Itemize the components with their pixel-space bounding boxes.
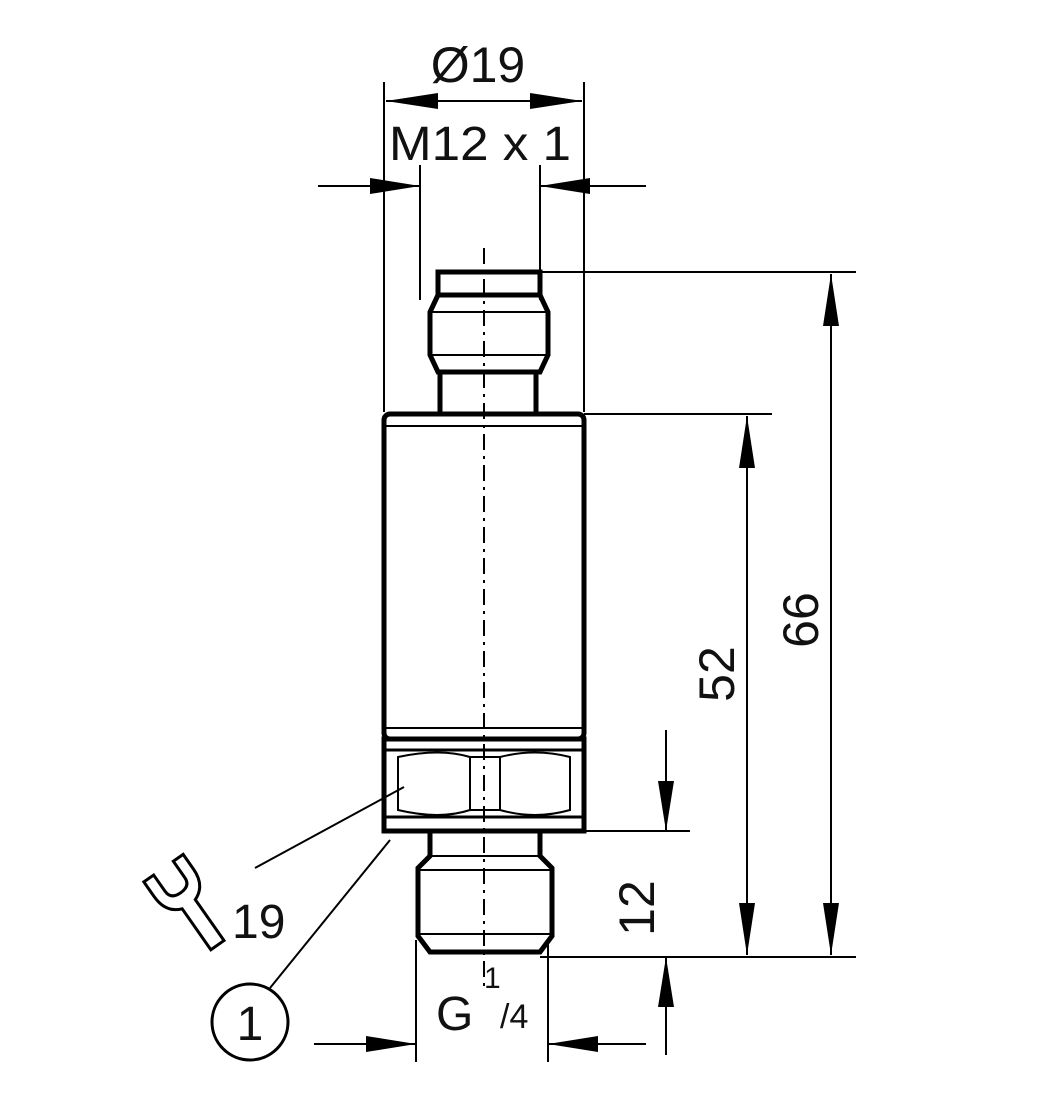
thread-top-label: M12 x 1 — [389, 118, 571, 171]
callout-label-1: 1 — [237, 998, 264, 1051]
thread-bottom-den: /4 — [500, 998, 528, 1036]
thread-bottom-num: 1 — [484, 962, 501, 995]
extension-lines — [383, 82, 856, 1062]
callout-circle-1 — [210, 982, 290, 1062]
height-body-label: 52 — [689, 646, 745, 702]
wrench-size-label: 19 — [232, 896, 285, 949]
callout-leader — [269, 839, 391, 989]
wrench-leader — [254, 786, 405, 869]
thread-length-label: 12 — [609, 880, 665, 936]
diameter-label: Ø19 — [431, 37, 526, 93]
dimension-lines — [314, 93, 839, 1055]
thread-bottom-main: G — [436, 988, 473, 1041]
wrench-icon — [141, 852, 227, 952]
height-total-label: 66 — [773, 592, 829, 648]
